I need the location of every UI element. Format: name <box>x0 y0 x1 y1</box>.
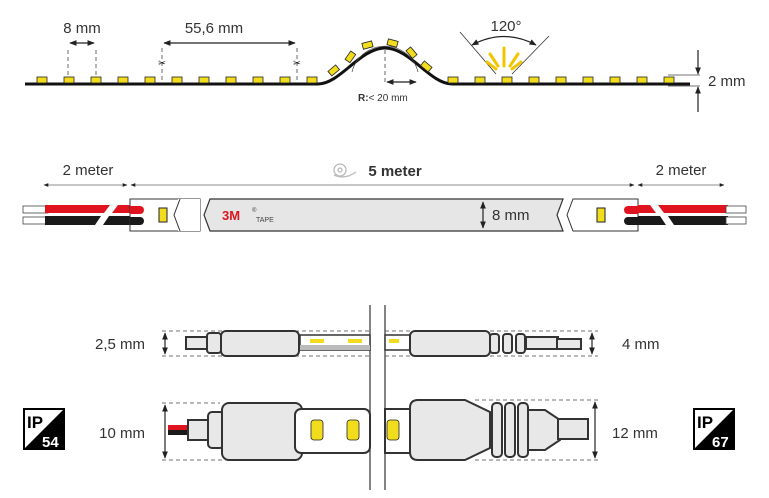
cut-length-label: 55,6 mm <box>185 20 243 37</box>
led-chip <box>279 76 291 84</box>
bend-radius-prefix: R: <box>358 93 369 104</box>
led-chip <box>419 60 433 73</box>
led-chip <box>474 76 486 84</box>
thickness-dimension: 2 mm <box>668 50 746 112</box>
strip-profile <box>25 46 690 86</box>
red-wire <box>45 205 110 213</box>
length-dimensions: 2 meter 2 meter 5 meter <box>43 162 725 187</box>
small-right-label: 4 mm <box>622 336 660 353</box>
large-connector: 10 mm 12 mm <box>99 399 658 461</box>
width-label: 8 mm <box>492 207 530 224</box>
black-wire <box>45 216 101 225</box>
small-left-label: 2,5 mm <box>95 336 145 353</box>
led-chip <box>90 76 102 84</box>
led-chip <box>501 76 513 84</box>
tape-brand-mark: ® <box>252 207 257 214</box>
svg-text:54: 54 <box>42 434 59 451</box>
led-chip <box>36 76 48 84</box>
strip-side-view <box>25 38 690 86</box>
ip54-badge: IP 54 <box>23 408 65 451</box>
led-chip <box>555 76 567 84</box>
svg-text:67: 67 <box>712 434 729 451</box>
light-rays-icon <box>485 46 523 71</box>
led-chip <box>117 76 129 84</box>
small-connector: 2,5 mm 4 mm <box>95 330 660 357</box>
led-chip <box>252 76 264 84</box>
left-cable-label: 2 meter <box>63 162 114 179</box>
led-pitch-dimension: 8 mm <box>63 20 101 76</box>
strip-length-label: 5 meter <box>368 163 422 180</box>
large-left-label: 10 mm <box>99 425 145 442</box>
adhesive-tape <box>203 198 564 232</box>
led-chip <box>225 76 237 84</box>
led-chip <box>144 76 156 84</box>
led-chip <box>405 46 418 60</box>
led-chip <box>344 50 357 64</box>
led-chip <box>158 207 168 223</box>
tape-brand: 3M <box>222 208 240 223</box>
led-pitch-label: 8 mm <box>63 20 101 37</box>
led-chip <box>171 76 183 84</box>
ip67-badge: IP 67 <box>693 408 735 451</box>
led-chip <box>198 76 210 84</box>
thickness-label: 2 mm <box>708 73 746 90</box>
svg-text:R:< 20 mm: R:< 20 mm <box>358 93 408 104</box>
side-leds <box>36 38 675 84</box>
beam-angle-dimension: 120° <box>459 18 550 75</box>
led-chip <box>663 76 675 84</box>
right-cable-label: 2 meter <box>656 162 707 179</box>
svg-text:IP: IP <box>697 413 713 432</box>
led-chip <box>582 76 594 84</box>
scissors-icon: ✂ <box>293 58 301 68</box>
large-right-label: 12 mm <box>612 425 658 442</box>
led-chip <box>327 64 341 77</box>
led-chip <box>386 38 399 48</box>
led-chip <box>636 76 648 84</box>
bend-radius-value: < 20 mm <box>369 93 408 104</box>
svg-text:IP: IP <box>27 413 43 432</box>
strip-top-view: 3M ® TAPE 8 mm <box>22 198 747 232</box>
scissors-icon: ✂ <box>158 58 166 68</box>
led-chip <box>63 76 75 84</box>
bend-radius-dimension: R:< 20 mm <box>351 45 419 104</box>
reel-icon <box>333 163 357 178</box>
led-chip <box>361 40 374 50</box>
led-chip <box>596 207 606 223</box>
led-chip <box>447 76 459 84</box>
led-chip <box>528 76 540 84</box>
beam-angle-label: 120° <box>490 18 521 35</box>
cut-length-dimension: 55,6 mm ✂ ✂ <box>158 20 301 80</box>
led-chip <box>306 76 318 84</box>
tape-text: TAPE <box>256 217 274 224</box>
led-chip <box>609 76 621 84</box>
